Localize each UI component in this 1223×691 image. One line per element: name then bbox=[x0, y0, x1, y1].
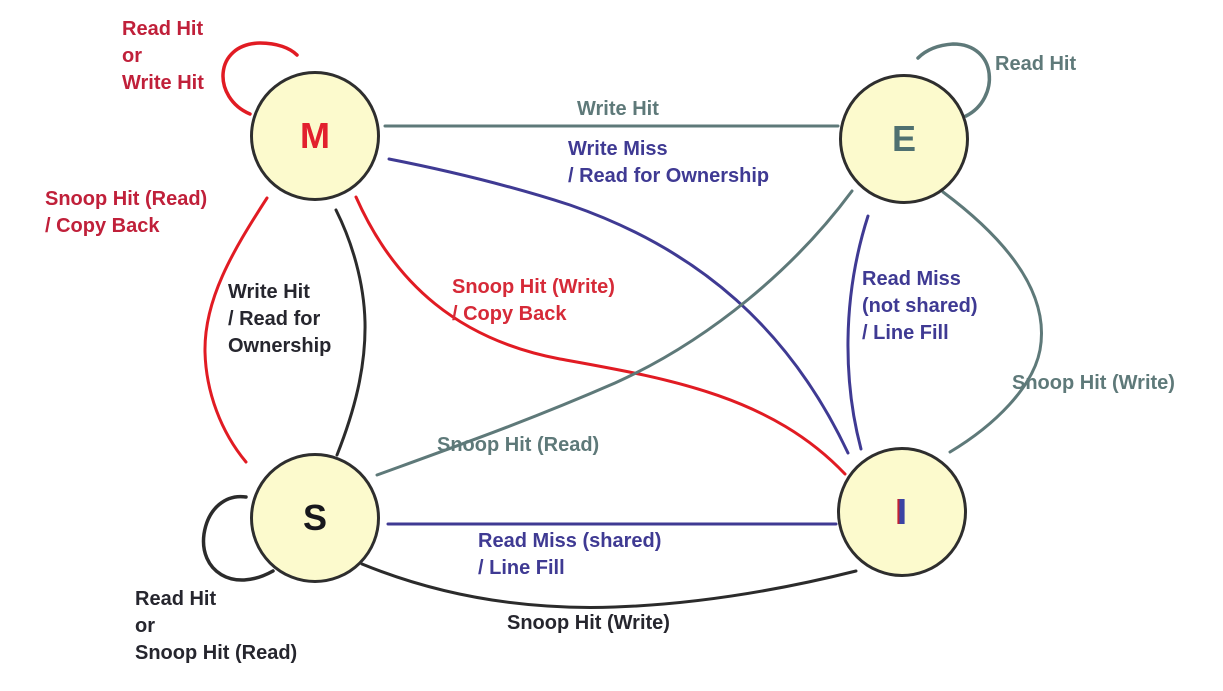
label-S-to-S: Read Hit or Snoop Hit (Read) bbox=[135, 588, 298, 664]
label-E-to-M: Write Hit bbox=[577, 98, 659, 120]
label-I-to-E: Read Miss (not shared) / Line Fill bbox=[862, 268, 978, 344]
label-S-to-M: Write Hit / Read for Ownership bbox=[228, 281, 332, 357]
label-E-to-S: Snoop Hit (Read) bbox=[437, 434, 600, 456]
label-E-to-E: Read Hit bbox=[995, 53, 1077, 75]
transition-arrow-M-to-I bbox=[354, 195, 847, 476]
state-I: I bbox=[837, 447, 967, 577]
transition-arrow-S-to-M bbox=[334, 208, 367, 457]
state-letter-S: S bbox=[302, 497, 327, 538]
state-S: S bbox=[250, 453, 380, 583]
transition-arrow-I-to-M bbox=[387, 157, 850, 455]
transition-arrow-E-to-S bbox=[375, 189, 854, 477]
transition-arrow-E-to-I bbox=[941, 190, 1043, 454]
label-I-to-M: Write Miss / Read for Ownership bbox=[568, 138, 770, 187]
state-letter-I: I bbox=[896, 491, 907, 532]
state-M: M bbox=[250, 71, 380, 201]
label-E-to-I: Snoop Hit (Write) bbox=[1012, 372, 1175, 394]
transition-arrow-S-self bbox=[201, 494, 275, 582]
label-S-to-I: Snoop Hit (Write) bbox=[507, 612, 670, 634]
transition-arrow-E-self bbox=[916, 42, 991, 118]
label-I-to-S: Read Miss (shared) / Line Fill bbox=[478, 530, 662, 579]
state-letter-M: M bbox=[300, 115, 330, 156]
label-M-to-S: Snoop Hit (Read) / Copy Back bbox=[45, 188, 208, 237]
label-M-to-M: Read Hit or Write Hit bbox=[122, 18, 204, 94]
transition-arrow-M-self bbox=[221, 41, 299, 116]
state-E: E bbox=[839, 74, 969, 204]
transition-arrow-I-to-E bbox=[846, 214, 870, 451]
state-letter-E: E bbox=[891, 118, 916, 159]
label-M-to-I: Snoop Hit (Write) / Copy Back bbox=[452, 276, 615, 325]
transition-arrow-S-to-I bbox=[360, 562, 858, 609]
transition-arrow-M-to-S bbox=[203, 196, 269, 464]
